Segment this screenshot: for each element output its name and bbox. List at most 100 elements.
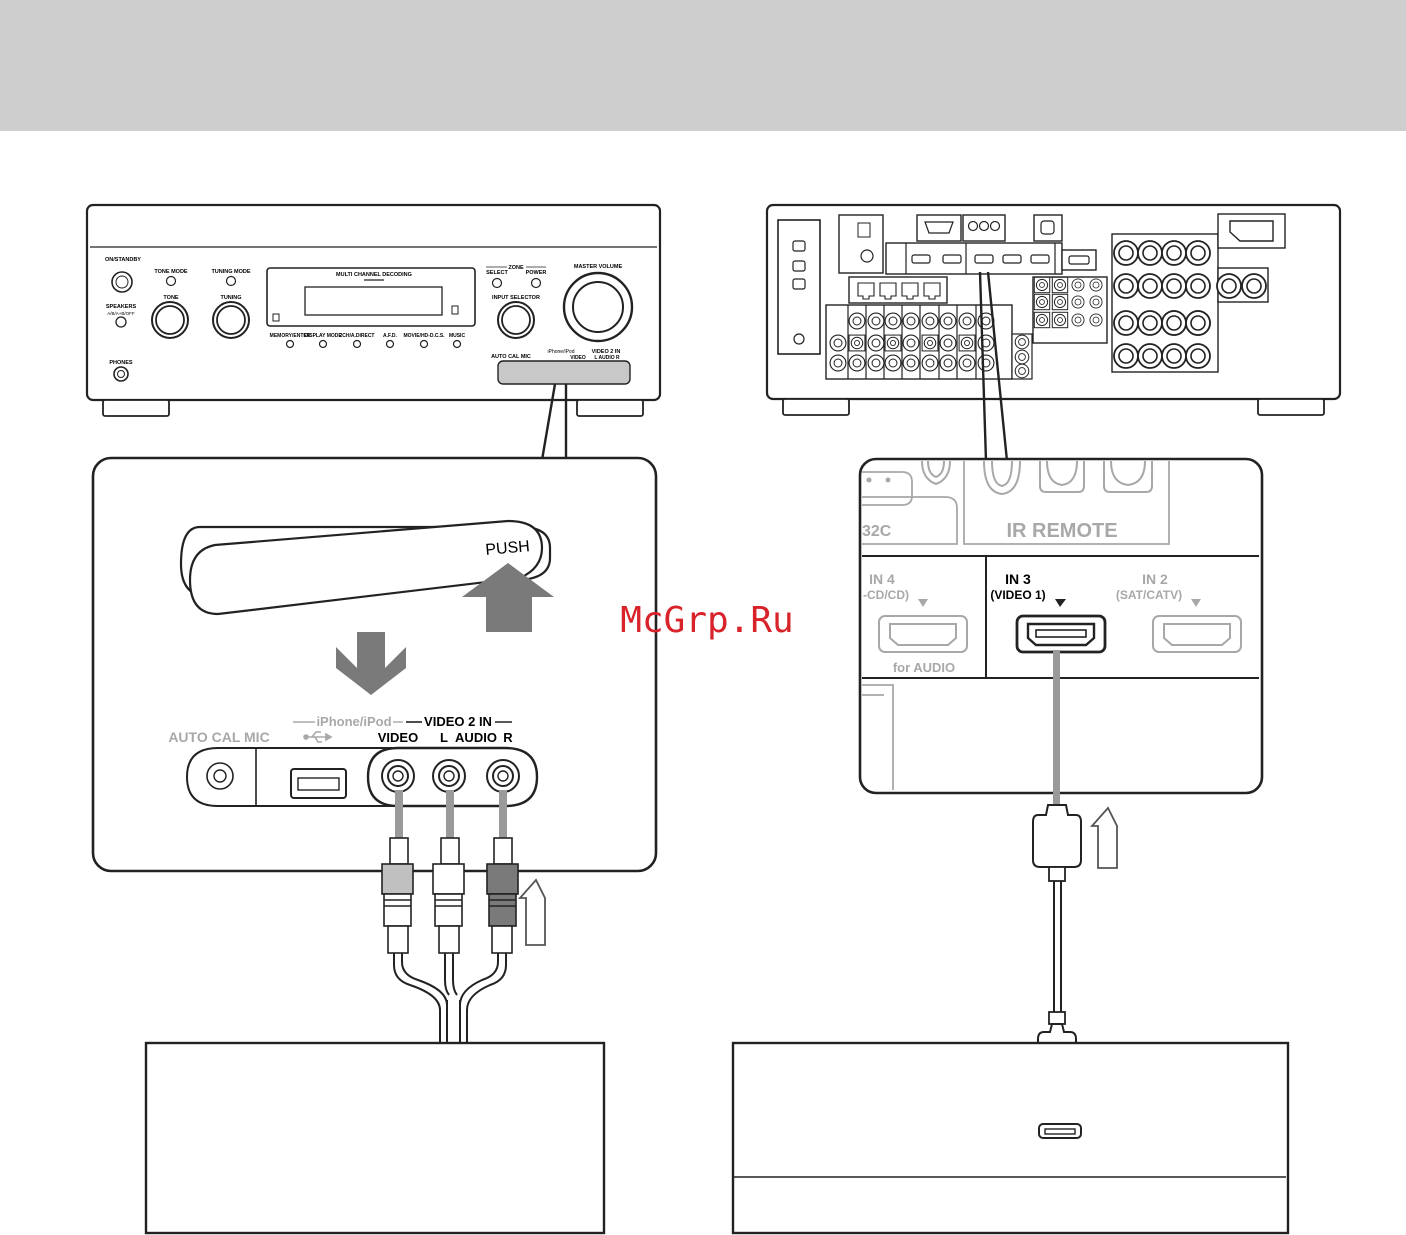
rca-plug-audio-l xyxy=(432,837,465,954)
rs232c-label-fragment: 32C xyxy=(862,523,892,540)
speaker-terminal[interactable] xyxy=(1137,273,1163,299)
rca-jack[interactable] xyxy=(1033,293,1051,311)
front-button[interactable] xyxy=(385,339,395,349)
speaker-terminal[interactable] xyxy=(1161,273,1187,299)
rear-zoom-panel: 32C IR REMOTE IN 4 -CD/CD) for AUDIO IN … xyxy=(858,457,1264,795)
video2-small-label: VIDEO 2 IN xyxy=(592,349,621,355)
rca-jack[interactable] xyxy=(1051,293,1069,311)
hdmi-insert-arrow-icon xyxy=(1089,806,1118,869)
rca-jack[interactable] xyxy=(1051,276,1069,294)
rca-jack[interactable] xyxy=(1051,311,1069,329)
rca-jack[interactable] xyxy=(902,354,920,372)
phones-label: PHONES xyxy=(109,360,133,366)
on-standby-label: ON/STANDBY xyxy=(105,257,141,263)
rca-jack[interactable] xyxy=(921,312,939,330)
usb-icon xyxy=(303,731,333,743)
rca-jack[interactable] xyxy=(848,312,866,330)
speaker-terminal[interactable] xyxy=(1137,240,1163,266)
rca-jack[interactable] xyxy=(977,334,995,352)
rca-jack[interactable] xyxy=(884,312,902,330)
rca-jack[interactable] xyxy=(1014,349,1030,365)
rca-jack[interactable] xyxy=(921,334,939,352)
rca-jack[interactable] xyxy=(902,312,920,330)
speaker-terminal[interactable] xyxy=(1137,310,1163,336)
rca-jack[interactable] xyxy=(829,354,847,372)
speaker-terminal[interactable] xyxy=(1113,310,1139,336)
front-button-label: A.F.D. xyxy=(383,333,398,339)
rca-jack[interactable] xyxy=(848,334,866,352)
hdmi-in2-port[interactable] xyxy=(1152,615,1242,653)
rca-jack[interactable] xyxy=(939,354,957,372)
rca-jack[interactable] xyxy=(939,334,957,352)
speaker-terminal[interactable] xyxy=(1185,343,1211,369)
speaker-terminal[interactable] xyxy=(1113,240,1139,266)
tone-mode-button[interactable] xyxy=(165,275,177,287)
speakers-label: SPEAKERS xyxy=(106,304,137,310)
rca-jack[interactable] xyxy=(884,354,902,372)
front-button[interactable] xyxy=(285,339,295,349)
rca-jack[interactable] xyxy=(829,334,847,352)
rca-jack[interactable] xyxy=(848,354,866,372)
rca-jack[interactable] xyxy=(884,334,902,352)
speaker-terminal[interactable] xyxy=(1161,240,1187,266)
rca-jack[interactable] xyxy=(1071,278,1085,292)
speaker-terminal[interactable] xyxy=(1161,310,1187,336)
front-button[interactable] xyxy=(318,339,328,349)
rca-jack[interactable] xyxy=(1014,334,1030,350)
front-button[interactable] xyxy=(452,339,462,349)
speaker-terminal[interactable] xyxy=(1185,310,1211,336)
in3-sub-label: (VIDEO 1) xyxy=(990,588,1045,602)
tuning-mode-button[interactable] xyxy=(225,275,237,287)
rca-jack[interactable] xyxy=(1089,278,1103,292)
iphone-small-label: iPhone/iPod xyxy=(548,349,575,355)
rca-jack[interactable] xyxy=(958,312,976,330)
rear-receiver xyxy=(765,203,1342,416)
speaker-terminal[interactable] xyxy=(1137,343,1163,369)
audio-r-jack[interactable] xyxy=(486,759,520,793)
rca-jack[interactable] xyxy=(1089,295,1103,309)
speaker-terminal[interactable] xyxy=(1216,273,1242,299)
rca-cable xyxy=(381,790,519,1043)
in2-label: IN 2 xyxy=(1142,571,1168,587)
hdmi-in4-port[interactable] xyxy=(878,615,968,653)
push-arrow-icon xyxy=(462,563,554,632)
front-button[interactable] xyxy=(419,339,429,349)
speaker-terminal[interactable] xyxy=(1185,240,1211,266)
speaker-terminal[interactable] xyxy=(1113,273,1139,299)
zone-select-button[interactable] xyxy=(491,277,503,289)
rca-jack[interactable] xyxy=(1089,313,1103,327)
down-arrow-icon xyxy=(336,632,406,695)
rca-jack[interactable] xyxy=(921,354,939,372)
input-selector-label: INPUT SELECTOR xyxy=(492,295,540,301)
rca-jack[interactable] xyxy=(1014,363,1030,379)
rca-jack[interactable] xyxy=(1033,311,1051,329)
front-button[interactable] xyxy=(352,339,362,349)
rca-jack[interactable] xyxy=(1033,276,1051,294)
rca-jack[interactable] xyxy=(958,354,976,372)
speaker-terminal[interactable] xyxy=(1185,273,1211,299)
rca-jack[interactable] xyxy=(958,334,976,352)
front-jack-cover[interactable] xyxy=(497,360,631,385)
speaker-terminal[interactable] xyxy=(1113,343,1139,369)
rca-jack[interactable] xyxy=(939,312,957,330)
audio-l-jack[interactable] xyxy=(432,759,466,793)
video-jack[interactable] xyxy=(381,759,415,793)
speaker-terminal[interactable] xyxy=(1161,343,1187,369)
r-label: R xyxy=(503,730,513,745)
speakers-button[interactable] xyxy=(115,316,127,328)
rca-jack[interactable] xyxy=(1071,313,1085,327)
front-button-label: DISPLAY MODE xyxy=(304,333,342,339)
iphone-ipod-label: iPhone/iPod xyxy=(316,714,391,729)
insert-arrow-icon xyxy=(517,878,546,946)
hdmi-in3-port[interactable] xyxy=(1015,614,1107,654)
rca-jack[interactable] xyxy=(867,354,885,372)
rca-jack[interactable] xyxy=(867,312,885,330)
rca-jack[interactable] xyxy=(977,354,995,372)
speaker-terminal[interactable] xyxy=(1241,273,1267,299)
tone-mode-label: TONE MODE xyxy=(154,269,188,275)
auto-cal-mic-small-label: AUTO CAL MIC xyxy=(491,354,531,360)
zone-power-button[interactable] xyxy=(530,277,542,289)
rca-jack[interactable] xyxy=(1071,295,1085,309)
rca-jack[interactable] xyxy=(867,334,885,352)
rca-jack[interactable] xyxy=(902,334,920,352)
